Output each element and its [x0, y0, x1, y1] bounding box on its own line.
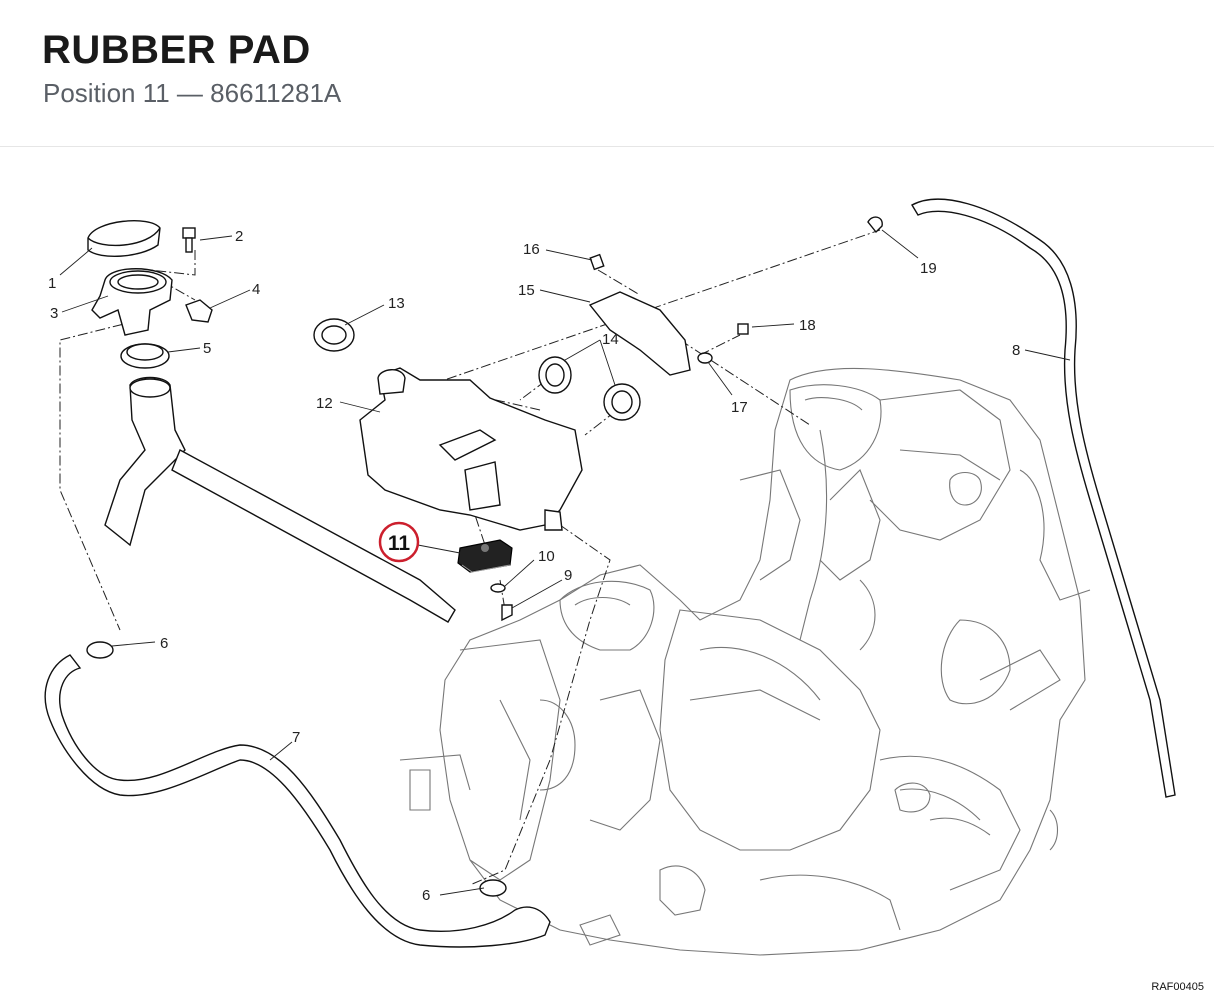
callout-10: 10	[538, 548, 555, 565]
callout-8: 8	[1012, 342, 1020, 359]
highlight-ring	[378, 521, 420, 563]
callout-13: 13	[388, 295, 405, 312]
part-16-screw[interactable]	[589, 253, 605, 271]
part-5-hose-clamp[interactable]	[120, 343, 170, 369]
part-7-hose[interactable]	[44, 654, 551, 948]
part-19-clip[interactable]	[867, 216, 883, 234]
reference-code: RAF00405	[1151, 981, 1204, 993]
part-3-filler-neck[interactable]	[91, 268, 173, 336]
part-18-screw[interactable]	[737, 323, 749, 335]
callout-16: 16	[523, 241, 540, 258]
part-4-clip[interactable]	[185, 299, 213, 323]
part-1-filler-cap[interactable]	[87, 220, 161, 258]
callout-6-lower: 6	[422, 887, 430, 904]
callout-12: 12	[316, 395, 333, 412]
header: RUBBER PAD Position 11 — 86611281A	[0, 0, 1214, 147]
callout-3: 3	[50, 305, 58, 322]
callout-11: 11	[388, 532, 411, 555]
page-title: RUBBER PAD	[42, 28, 311, 72]
callout-19: 19	[920, 260, 937, 277]
part-9-screw[interactable]	[501, 604, 513, 622]
callout-4: 4	[252, 281, 260, 298]
callout-15: 15	[518, 282, 535, 299]
part-17-washer[interactable]	[697, 352, 713, 364]
callout-17: 17	[731, 399, 748, 416]
part-2-screw[interactable]	[182, 227, 196, 253]
leader-lines	[59, 229, 1071, 896]
part-6-clamp-lower[interactable]	[479, 879, 507, 897]
filler-hose[interactable]	[104, 376, 456, 623]
part-11-rubber-pad[interactable]	[457, 539, 513, 573]
part-13-cap[interactable]	[313, 318, 355, 352]
callout-6-upper: 6	[160, 635, 168, 652]
page-subtitle: Position 11 — 86611281A	[43, 78, 342, 108]
callout-18: 18	[799, 317, 816, 334]
engine-block	[399, 367, 1091, 956]
callout-1: 1	[48, 275, 56, 292]
callout-14: 14	[602, 331, 619, 348]
part-10-washer[interactable]	[490, 583, 506, 593]
callout-9: 9	[564, 567, 572, 584]
callout-5: 5	[203, 340, 211, 357]
part-14-clamps[interactable]	[538, 356, 641, 421]
part-8-hose[interactable]	[911, 198, 1176, 798]
callout-2: 2	[235, 228, 243, 245]
callout-labels: 1 2 3 4 5 6 6 7 8 9 10 11 12 13 14 15 16…	[48, 228, 1020, 904]
part-12-expansion-tank[interactable]	[359, 367, 583, 531]
part-6-clamp-upper[interactable]	[86, 641, 114, 659]
part-15-bracket[interactable]	[588, 291, 691, 376]
assembly-lines	[59, 229, 881, 886]
callout-7: 7	[292, 729, 300, 746]
